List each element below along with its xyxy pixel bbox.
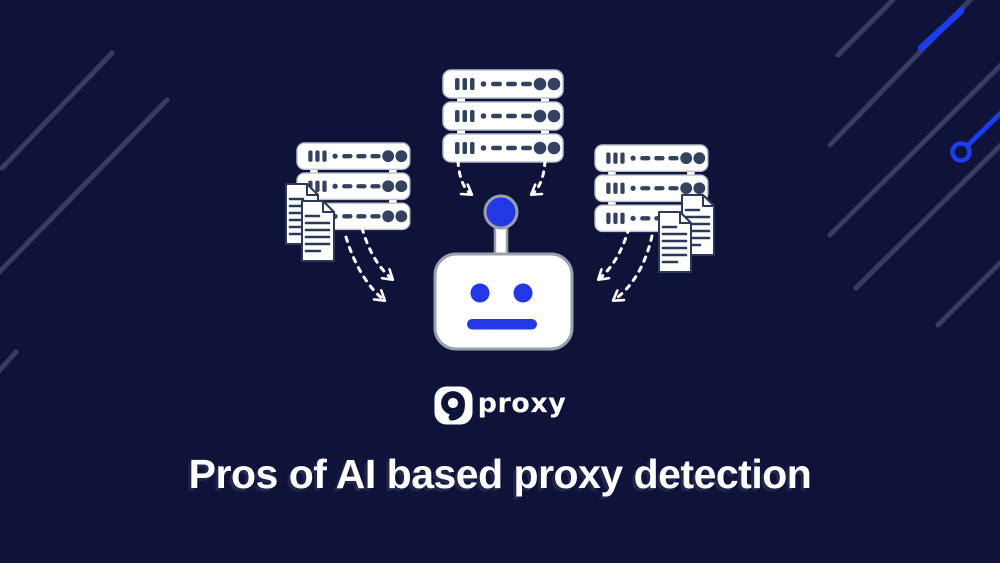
arrow-center-right: [532, 159, 547, 194]
accent-lines: [917, 7, 1000, 163]
robot-head-icon: [433, 194, 574, 351]
accent-ring-icon: [950, 141, 972, 163]
robot-eye-right: [513, 283, 533, 303]
server-stack-center-icon: [443, 70, 563, 162]
arrow-right-outer: [614, 234, 654, 300]
robot-antenna-ball: [483, 194, 519, 230]
arrow-center-left: [456, 159, 471, 194]
robot-mouth: [467, 319, 537, 330]
nineproxy-logo-icon: [434, 386, 473, 425]
arrow-left-inner: [360, 226, 392, 279]
page-title: Pros of AI based proxy detection: [188, 451, 812, 497]
dashed-arrows: [344, 159, 654, 300]
robot-face: [433, 252, 574, 351]
arrow-right-inner: [599, 226, 631, 279]
brand-name: proxy: [477, 388, 567, 419]
robot-eye-left: [470, 283, 490, 303]
arrow-left-outer: [344, 235, 384, 300]
brand-logo: proxy: [0, 386, 1000, 425]
accent-line: [917, 7, 965, 52]
accent-node-line: [950, 110, 1000, 163]
